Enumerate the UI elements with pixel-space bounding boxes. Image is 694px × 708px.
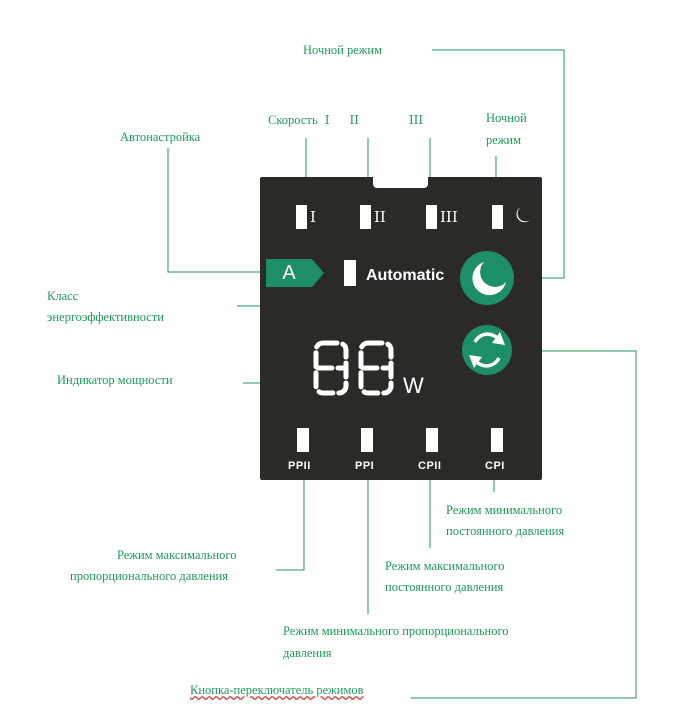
leader-autotune xyxy=(167,148,270,273)
label-max-const-2: постоянного давления xyxy=(385,580,504,594)
label-energy-class-2: энергоэффективности xyxy=(47,310,164,324)
speed-2-mark: II xyxy=(374,208,386,226)
cpii-label: CPII xyxy=(418,460,442,472)
speed-1-indicator xyxy=(296,205,307,229)
label-min-const-1: Режим минимального xyxy=(446,503,563,517)
label-max-prop-2: пропорционального давления xyxy=(70,569,228,583)
leader-mode-button xyxy=(411,350,637,699)
label-energy-class-1: Класс xyxy=(47,289,79,303)
label-power-indicator: Индикатор мощности xyxy=(57,373,173,387)
ppii-label: PPII xyxy=(288,460,311,472)
label-max-const-1: Режим максимального xyxy=(385,559,505,573)
ppi-indicator xyxy=(361,428,373,452)
label-min-prop-2: давления xyxy=(283,646,332,660)
ppii-indicator xyxy=(297,428,309,452)
label-night-mode-side-1: Ночной xyxy=(486,111,527,125)
speed-1-mark: I xyxy=(310,208,316,226)
label-min-const-2: постоянного давления xyxy=(446,524,565,538)
cpii-indicator xyxy=(426,428,438,452)
speed-3-mark: III xyxy=(440,208,458,226)
power-unit: W xyxy=(403,373,424,398)
ppi-label: PPI xyxy=(355,460,375,472)
cpi-indicator xyxy=(491,428,503,452)
label-night-mode-side-2: режим xyxy=(486,133,522,147)
speed-3-indicator xyxy=(426,205,437,229)
label-autotune: Автонастройка xyxy=(120,130,201,144)
label-night-mode-top: Ночной режим xyxy=(303,43,383,57)
cpi-label: CPI xyxy=(485,460,505,472)
leader-ppii xyxy=(276,462,305,571)
label-min-prop-1: Режим минимального пропорционального xyxy=(283,624,509,638)
label-mode-button: Кнопка-переключатель режимов xyxy=(190,683,364,697)
label-max-prop-1: Режим максимального xyxy=(117,548,237,562)
energy-class-letter: A xyxy=(282,262,296,284)
speed-2-indicator xyxy=(360,205,371,229)
night-indicator xyxy=(492,205,503,229)
automatic-label: Automatic xyxy=(366,267,445,284)
panel-notch xyxy=(373,177,428,188)
automatic-indicator xyxy=(344,260,356,286)
